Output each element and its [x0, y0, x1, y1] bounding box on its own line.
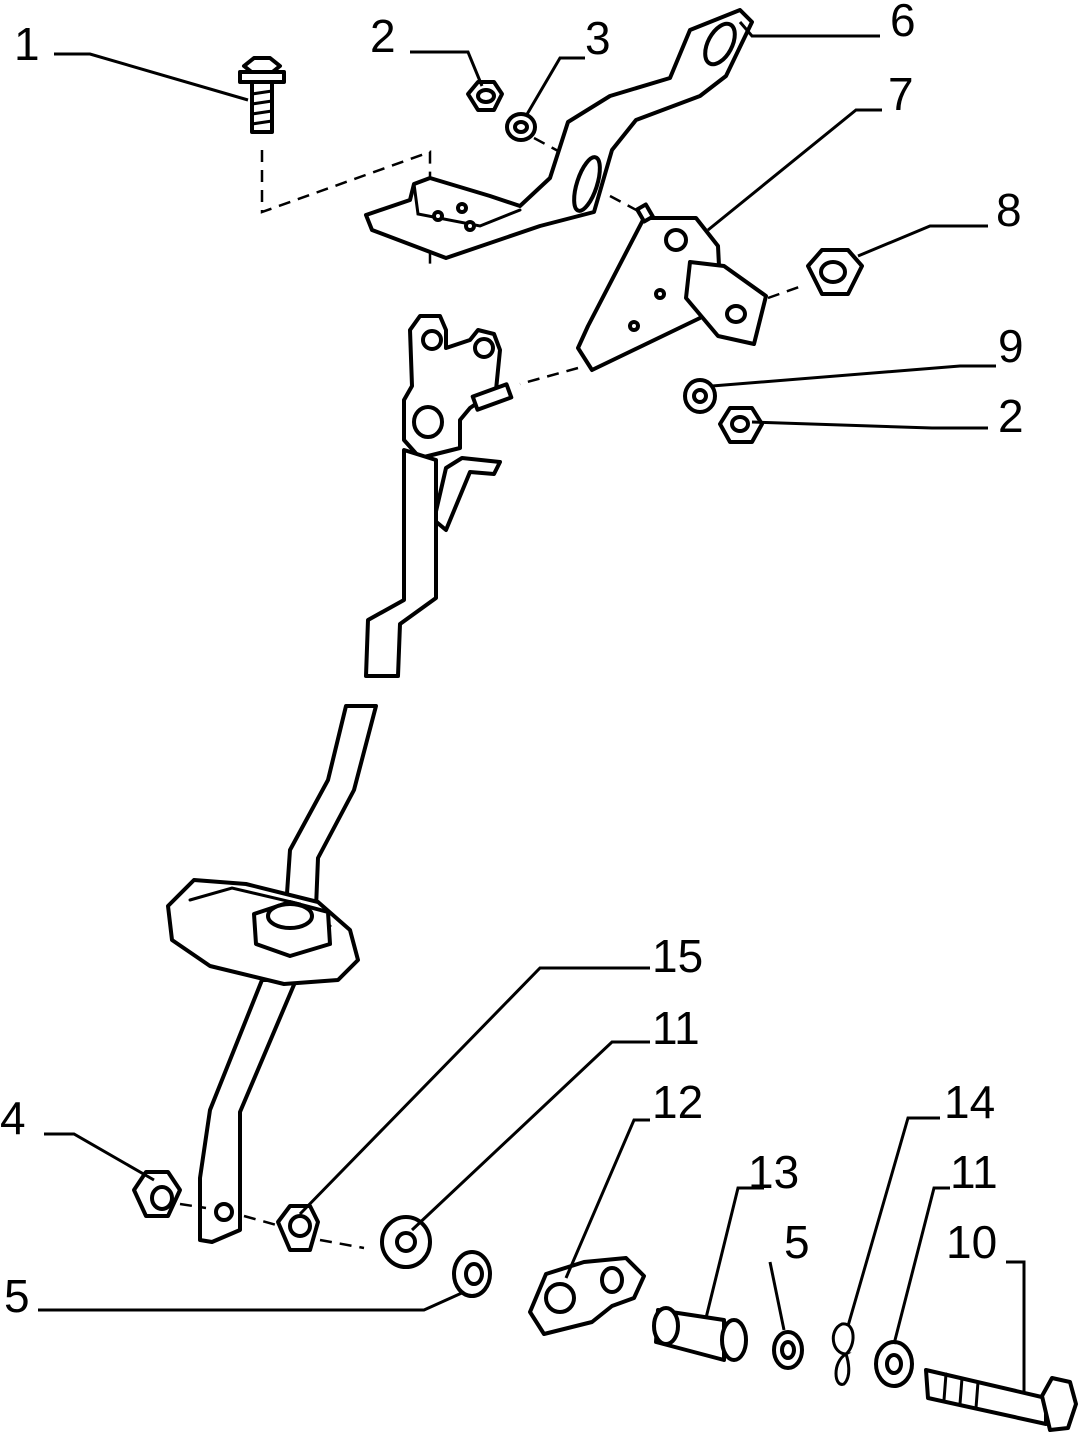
part-9-washer [683, 378, 717, 414]
upper-gear-lever-rod [364, 314, 514, 678]
part-11-washer-right [874, 1340, 914, 1388]
part-12-linkage-joint [528, 1256, 646, 1336]
part-10-bolt [924, 1368, 1078, 1432]
part-11-washer-left [380, 1215, 432, 1269]
part-7-lever-bracket [576, 202, 768, 372]
callout-5-right: 5 [784, 1216, 810, 1268]
part-1-flange-bolt [238, 56, 286, 134]
callout-14: 14 [944, 1076, 995, 1128]
part-5-bushing-left [452, 1250, 492, 1298]
part-4-nut [132, 1170, 182, 1218]
lower-gear-lever-rod [198, 704, 378, 1244]
callout-5-left: 5 [4, 1270, 30, 1322]
part-14-spring-clip [831, 1322, 855, 1386]
leader-lines [38, 21, 1026, 1394]
part-2-nut-top [466, 80, 504, 112]
part-8-nut [806, 248, 864, 296]
callout-2-top: 2 [370, 10, 396, 62]
lever-boot-base [166, 878, 360, 986]
callout-13: 13 [748, 1146, 799, 1198]
callout-9: 9 [998, 320, 1024, 372]
callout-8: 8 [996, 184, 1022, 236]
callout-7: 7 [888, 68, 914, 120]
callout-6: 6 [890, 0, 916, 46]
callout-2-bottom: 2 [998, 390, 1024, 442]
part-6-support-bracket [364, 8, 754, 260]
part-2-nut-bottom [718, 406, 764, 444]
part-15-nut [276, 1204, 320, 1252]
callout-11-left: 11 [652, 1002, 700, 1054]
callout-12: 12 [652, 1076, 703, 1128]
callout-4: 4 [0, 1092, 26, 1144]
callout-3: 3 [585, 12, 611, 64]
callout-1: 1 [14, 18, 40, 70]
callout-15: 15 [652, 930, 703, 982]
callout-10: 10 [946, 1216, 997, 1268]
callout-labels: 1 2 3 6 7 8 9 2 15 11 12 4 13 14 11 5 10… [0, 0, 1024, 1322]
bolt-axis-dashed-line [260, 150, 432, 268]
callout-11-right: 11 [950, 1146, 998, 1198]
part-5-bushing-right [772, 1330, 804, 1370]
part-13-pin-sleeve [652, 1306, 748, 1362]
part-3-washer [505, 112, 537, 142]
